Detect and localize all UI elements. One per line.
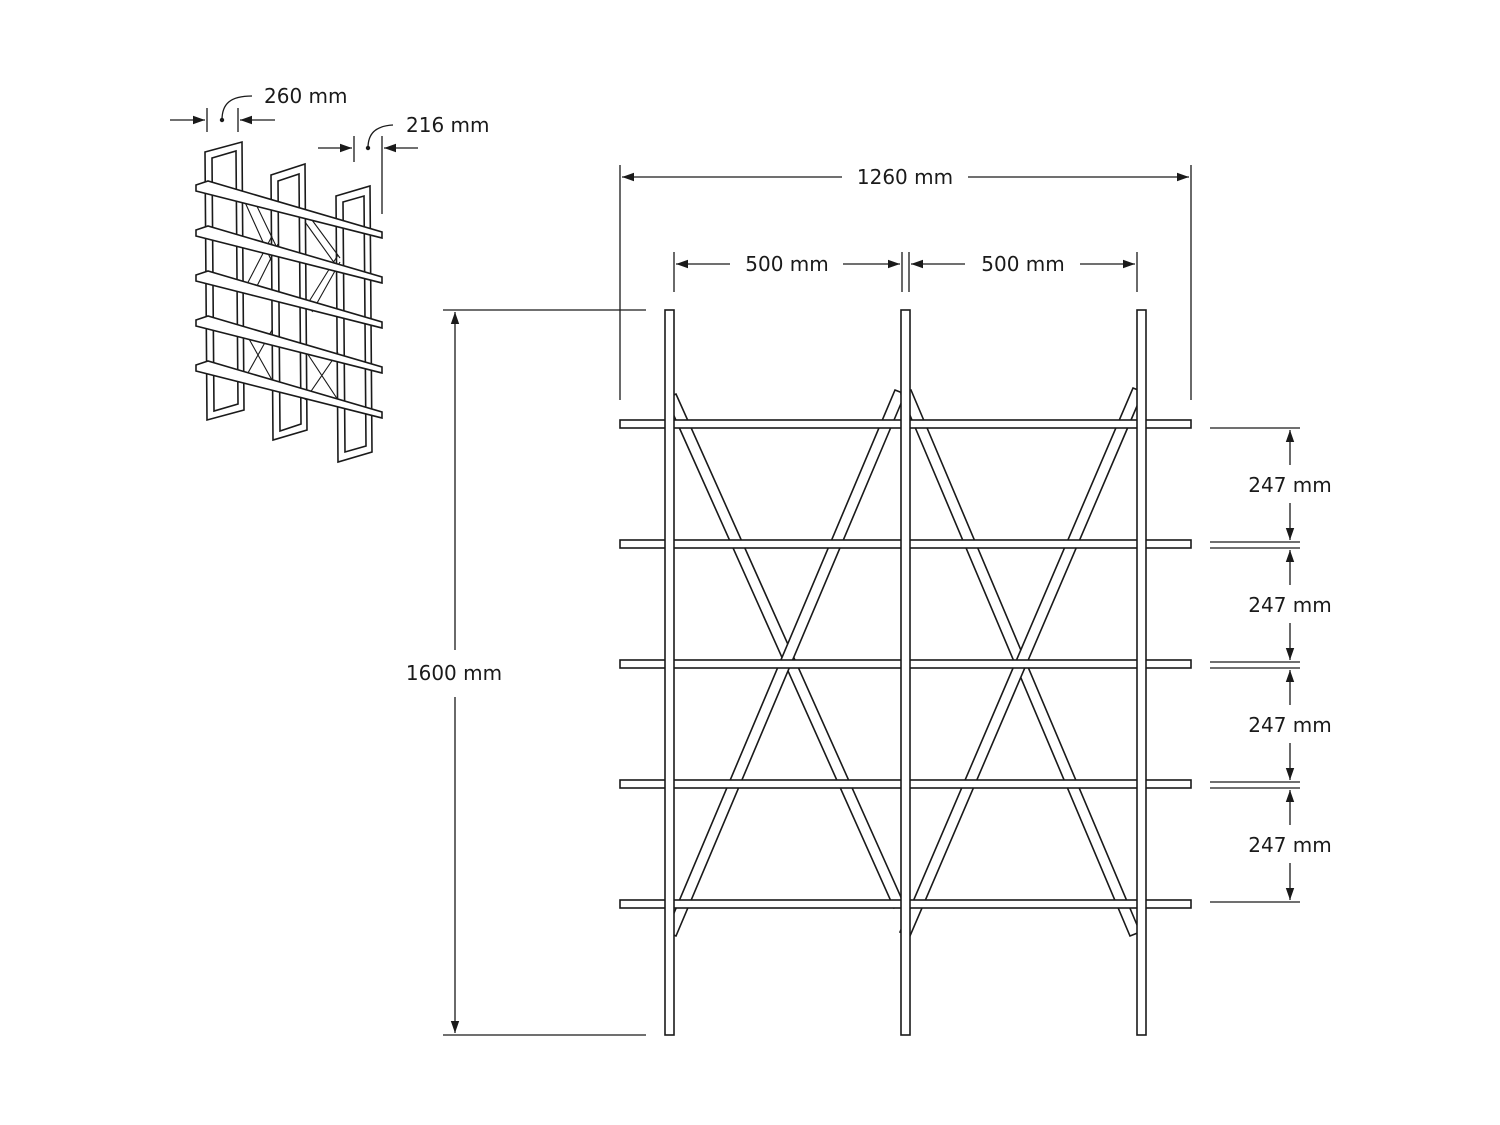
shelf-spacing-label-1: 247 mm [1248,473,1332,497]
front-uprights [664,309,1147,1036]
shelf-spacing-dimensions: 247 mm 247 mm 247 mm 247 mm [1210,427,1332,903]
isometric-view: 260 mm 216 mm [170,84,490,464]
iso-shelves [195,180,383,420]
bay-width-dimensions: 500 mm 500 mm [673,252,1138,292]
iso-depth-label: 216 mm [406,113,490,137]
upright-right [1136,309,1147,1036]
overall-width-dimension: 1260 mm [619,165,1192,400]
iso-depth-dimension: 216 mm [318,113,490,214]
front-view: 1260 mm 500 mm 500 mm 1600 mm [406,165,1332,1036]
overall-height-label: 1600 mm [406,661,502,685]
iso-braces [243,195,341,401]
shelf-spacing-label-4: 247 mm [1248,833,1332,857]
upright-middle [900,309,911,1036]
shelf-spacing-label-2: 247 mm [1248,593,1332,617]
bay-width-label-left: 500 mm [745,252,829,276]
overall-width-label: 1260 mm [857,165,953,189]
iso-upright-spacing-dimension: 260 mm [170,84,348,132]
bay-width-label-right: 500 mm [981,252,1065,276]
shelf-spacing-label-3: 247 mm [1248,713,1332,737]
overall-height-dimension: 1600 mm [406,309,646,1036]
iso-upright-right [335,184,373,464]
iso-upright-spacing-label: 260 mm [264,84,348,108]
upright-left [664,309,675,1036]
